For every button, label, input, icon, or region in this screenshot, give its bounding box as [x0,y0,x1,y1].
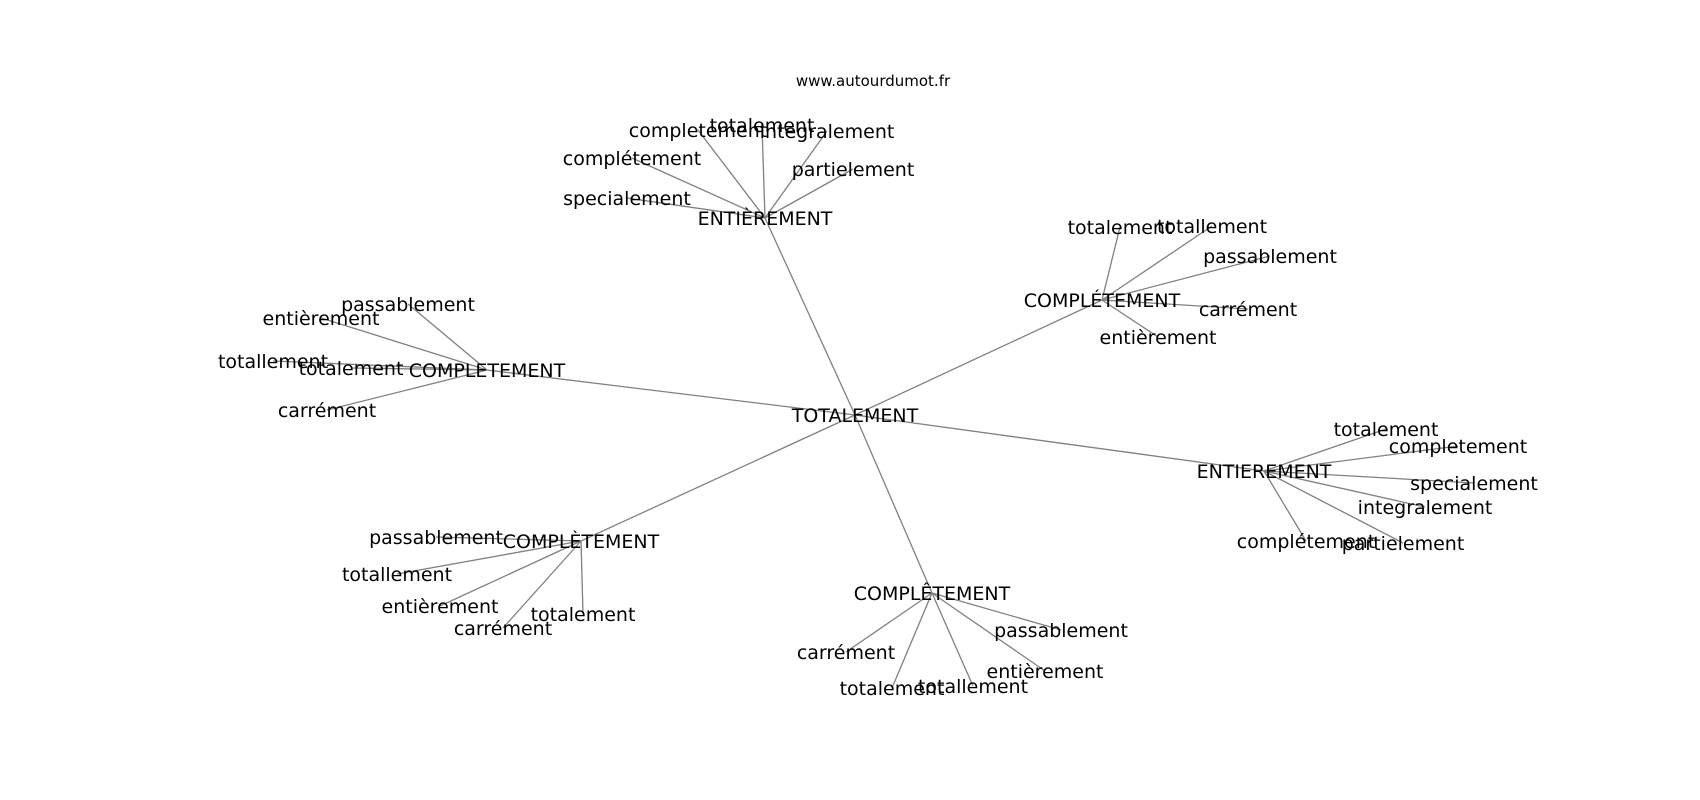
leaf-node: passablement [1203,246,1337,268]
edge-hub-to-leaf [761,124,766,219]
leaf-node: specialement [563,188,691,210]
edge-hub-to-leaf [1263,470,1426,508]
hub-node: COMPLÉTEMENT [1024,289,1181,312]
edge-hub-to-leaf [502,540,582,629]
edge-hub-to-leaf [320,317,488,371]
edge-hub-to-leaf [631,157,766,219]
leaf-node: totallement [1157,216,1267,238]
edge-hub-to-leaf [326,369,488,411]
leaf-node: entièrement [987,661,1104,683]
leaf-node: totalement [299,358,404,380]
edge-hub-to-leaf [697,129,766,219]
edge-hub-to-leaf [396,540,582,575]
edge-root-to-hub [764,217,856,416]
leaf-node: carrément [797,642,895,664]
hub-node: ENTIEREMENT [1197,461,1332,483]
edge-hub-to-leaf [931,592,974,687]
leaf-node: entièrement [263,308,380,330]
edge-hub-to-leaf [272,360,488,371]
leaf-node: totallement [918,676,1028,698]
leaf-node: totalement [1334,419,1439,441]
hub-node: COMPLÊTEMENT [854,582,1011,605]
leaf-node: totalement [1068,217,1173,239]
leaf-node: partielement [1342,533,1465,555]
edge-hub-to-leaf [1101,299,1249,310]
edge-hub-to-leaf [931,592,1046,672]
edge-hub-to-leaf [891,592,933,689]
leaf-node: carrément [454,618,552,640]
leaf-node: passablement [369,527,503,549]
leaf-node: passablement [994,620,1128,642]
edge-hub-to-leaf [1263,470,1475,484]
hub-node: COMPLETEMENT [409,360,566,382]
leaf-node: integralement [760,121,895,143]
edge-hub-to-leaf [1101,255,1271,301]
edge-hub-to-leaf [1263,445,1459,472]
edge-root-to-hub [854,299,1103,416]
edge-root-to-hub [486,369,856,416]
leaf-node: totalement [840,678,945,700]
edge-hub-to-leaf [439,540,582,607]
edge-hub-to-leaf [1101,226,1121,301]
leaf-node: totallement [342,564,452,586]
edge-hub-to-leaf [435,536,582,542]
leaf-node: entièrement [382,596,499,618]
leaf-node: integralement [1358,497,1493,519]
edge-hub-to-leaf [931,592,1062,631]
edge-hub-to-leaf [1263,470,1307,542]
leaf-node: carrément [278,400,376,422]
edge-hub-to-leaf [1101,299,1159,338]
leaf-node: complétement [1237,531,1375,553]
edge-root-to-hub [580,414,856,542]
leaf-node: carrément [1199,299,1297,321]
edge-hub-to-leaf [764,130,828,219]
edge-root-to-hub [854,414,933,594]
edge-root-to-hub [854,414,1265,472]
leaf-node: completement [1389,436,1527,458]
leaf-node: totalement [710,115,815,137]
leaf-node: passablement [341,294,475,316]
edge-hub-to-leaf [626,197,766,219]
edge-hub-to-leaf [764,168,854,219]
edge-hub-to-leaf [1101,225,1213,301]
leaf-node: totalement [531,604,636,626]
edge-hub-to-leaf [1263,428,1387,472]
edge-hub-to-leaf [580,540,584,615]
leaf-node: entièrement [1100,327,1217,349]
root-node: TOTALEMENT [791,405,919,427]
edge-hub-to-leaf [1263,470,1404,544]
edge-hub-to-leaf [845,592,933,653]
leaf-node: complétement [563,148,701,170]
leaf-node: partielement [792,159,915,181]
edge-hub-to-leaf [350,367,488,371]
leaf-node: totallement [218,351,328,373]
site-watermark: www.autourdumot.fr [795,72,951,90]
hub-node: ENTIÈREMENT [698,207,833,230]
hub-node: COMPLÈTEMENT [503,530,660,553]
leaf-node: specialement [1410,473,1538,495]
edge-hub-to-leaf [407,303,488,371]
leaf-node: completement [629,120,767,142]
